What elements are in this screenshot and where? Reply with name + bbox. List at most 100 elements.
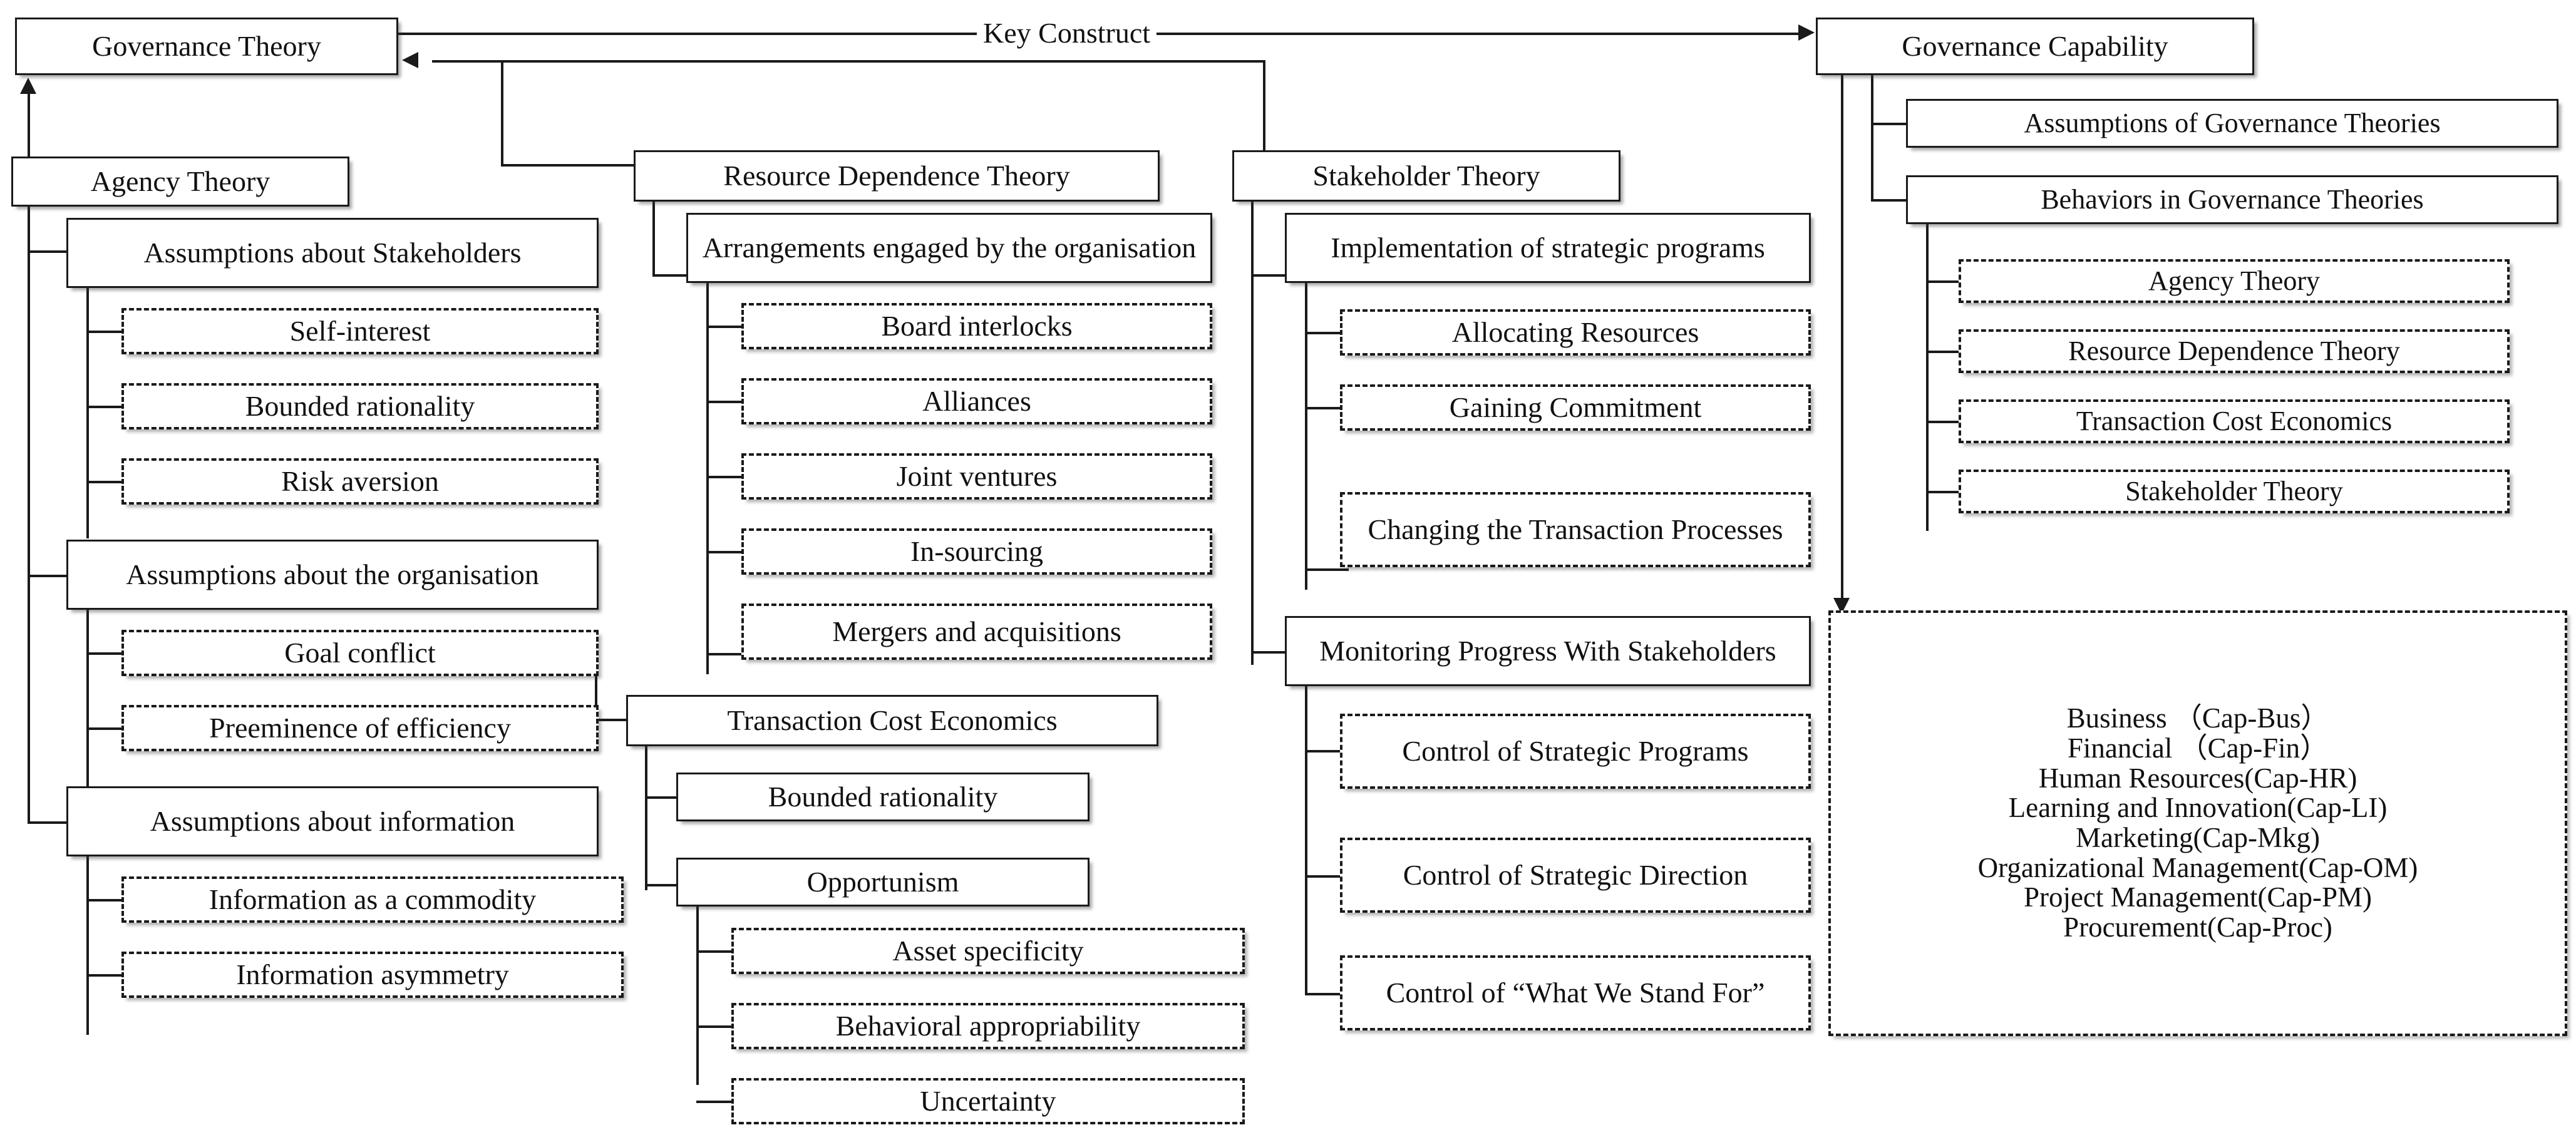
- node-label: Agency Theory: [90, 165, 270, 197]
- node-mergers-and-acquisitions[interactable]: Mergers and acquisitions: [741, 604, 1212, 660]
- spine-assumptions-stakeholders: [86, 288, 89, 538]
- spine-resource-dependence: [652, 202, 655, 277]
- node-opportunism[interactable]: Opportunism: [676, 858, 1090, 907]
- node-label: Preeminence of efficiency: [209, 711, 511, 744]
- node-governance-theory[interactable]: Governance Theory: [15, 18, 398, 75]
- node-label: Mergers and acquisitions: [832, 615, 1121, 647]
- node-label: Control of Strategic Programs: [1402, 734, 1749, 767]
- connector-drop-to-st: [1263, 60, 1265, 150]
- spine-governance-capability-branches: [1871, 75, 1873, 200]
- spine-opportunism: [696, 907, 699, 1085]
- node-label: Bounded rationality: [768, 780, 998, 813]
- branch-opportunism: [645, 884, 689, 886]
- node-changing-the-transaction-processes[interactable]: Changing the Transaction Processes: [1340, 492, 1811, 567]
- branch-goal-conflict: [86, 652, 130, 655]
- node-risk-aversion[interactable]: Risk aversion: [121, 458, 599, 505]
- node-label: Stakeholder Theory: [1312, 159, 1540, 192]
- branch-behaviors-in-governance-theories: [1871, 199, 1909, 202]
- connector-drop-to-rdt: [501, 60, 503, 165]
- branch-allocating-resources: [1305, 332, 1349, 334]
- capability-item: Project Management(Cap-PM): [2023, 881, 2372, 913]
- branch-board-interlocks: [706, 326, 750, 328]
- capability-item: Human Resources(Cap-HR): [2038, 762, 2357, 794]
- capability-list-panel[interactable]: Business （Cap-Bus） Financial （Cap-Fin） H…: [1828, 610, 2567, 1036]
- node-governance-capability[interactable]: Governance Capability: [1816, 18, 2254, 75]
- capability-item: Business （Cap-Bus）: [2066, 702, 2329, 734]
- node-behavioral-appropriability[interactable]: Behavioral appropriability: [731, 1003, 1245, 1049]
- node-preeminence-of-efficiency[interactable]: Preeminence of efficiency: [121, 705, 599, 751]
- node-stakeholder-theory-head[interactable]: Stakeholder Theory: [1232, 150, 1620, 202]
- node-alliances[interactable]: Alliances: [741, 378, 1212, 424]
- node-label: Information asymmetry: [236, 958, 509, 990]
- node-gaining-commitment[interactable]: Gaining Commitment: [1340, 384, 1811, 431]
- node-board-interlocks[interactable]: Board interlocks: [741, 303, 1212, 349]
- branch-agency-group-1: [28, 250, 66, 253]
- node-label: Transaction Cost Economics: [2076, 405, 2393, 436]
- branch-arrangements: [652, 274, 694, 277]
- node-information-as-a-commodity[interactable]: Information as a commodity: [121, 876, 624, 923]
- node-allocating-resources[interactable]: Allocating Resources: [1340, 309, 1811, 356]
- node-label: Control of “What We Stand For”: [1386, 976, 1765, 1009]
- node-cap-stakeholder-theory[interactable]: Stakeholder Theory: [1959, 470, 2510, 513]
- node-joint-ventures[interactable]: Joint ventures: [741, 453, 1212, 500]
- node-cap-resource-dependence-theory[interactable]: Resource Dependence Theory: [1959, 329, 2510, 373]
- branch-mergers-acquisitions: [706, 653, 750, 655]
- node-assumptions-about-information[interactable]: Assumptions about information: [66, 786, 599, 856]
- node-cap-agency-theory[interactable]: Agency Theory: [1959, 259, 2510, 303]
- node-assumptions-about-organisation[interactable]: Assumptions about the organisation: [66, 540, 599, 610]
- node-goal-conflict[interactable]: Goal conflict: [121, 630, 599, 676]
- branch-control-strategic-direction: [1305, 875, 1349, 878]
- node-label: Governance Capability: [1902, 29, 2168, 62]
- node-label: Assumptions about Stakeholders: [143, 236, 522, 269]
- node-label: Resource Dependence Theory: [723, 159, 1070, 192]
- node-label: Uncertainty: [920, 1084, 1056, 1117]
- node-control-of-what-we-stand-for[interactable]: Control of “What We Stand For”: [1340, 955, 1811, 1030]
- node-assumptions-about-stakeholders[interactable]: Assumptions about Stakeholders: [66, 218, 599, 288]
- branch-behavioral-appropriability: [696, 1025, 740, 1028]
- node-self-interest[interactable]: Self-interest: [121, 308, 599, 354]
- node-uncertainty[interactable]: Uncertainty: [731, 1078, 1245, 1124]
- node-label: Behaviors in Governance Theories: [2041, 183, 2424, 215]
- node-cap-transaction-cost-economics[interactable]: Transaction Cost Economics: [1959, 399, 2510, 443]
- node-label: Allocating Resources: [1451, 316, 1699, 348]
- node-assumptions-of-governance-theories[interactable]: Assumptions of Governance Theories: [1906, 99, 2558, 148]
- node-label: Implementation of strategic programs: [1331, 231, 1765, 264]
- branch-information-commodity: [86, 899, 130, 901]
- branch-agency-group-2: [28, 575, 66, 577]
- branch-asset-specificity: [696, 950, 740, 953]
- node-monitoring-progress-with-stakeholders[interactable]: Monitoring Progress With Stakeholders: [1285, 616, 1811, 686]
- connector-theories-to-gt: [432, 60, 1265, 63]
- node-behaviors-in-governance-theories[interactable]: Behaviors in Governance Theories: [1906, 175, 2558, 224]
- node-control-of-strategic-direction[interactable]: Control of Strategic Direction: [1340, 838, 1811, 913]
- arrowhead-to-governance-capability: [1798, 24, 1815, 41]
- spine-assumptions-organisation: [86, 610, 89, 788]
- branch-information-asymmetry: [86, 974, 130, 977]
- branch-uncertainty: [696, 1101, 740, 1103]
- node-control-of-strategic-programs[interactable]: Control of Strategic Programs: [1340, 714, 1811, 789]
- node-asset-specificity[interactable]: Asset specificity: [731, 928, 1245, 974]
- capability-item: Financial （Cap-Fin）: [2067, 732, 2329, 764]
- node-in-sourcing[interactable]: In-sourcing: [741, 528, 1212, 575]
- capability-item: Marketing(Cap-Mkg): [2076, 822, 2320, 853]
- node-label: Resource Dependence Theory: [2068, 335, 2400, 366]
- node-label: Alliances: [922, 384, 1031, 417]
- node-resource-dependence-theory-head[interactable]: Resource Dependence Theory: [634, 150, 1160, 202]
- node-information-asymmetry[interactable]: Information asymmetry: [121, 952, 624, 998]
- spine-behaviors-children: [1926, 224, 1929, 531]
- node-transaction-cost-economics-head[interactable]: Transaction Cost Economics: [626, 695, 1158, 746]
- node-agency-theory-head[interactable]: Agency Theory: [11, 157, 349, 207]
- node-label: Monitoring Progress With Stakeholders: [1319, 634, 1776, 667]
- node-label: Gaining Commitment: [1449, 391, 1702, 423]
- branch-bounded-rationality: [86, 406, 130, 408]
- node-bounded-rationality-tce[interactable]: Bounded rationality: [676, 773, 1090, 821]
- connector-stub-to-tce: [595, 719, 634, 721]
- node-arrangements-engaged[interactable]: Arrangements engaged by the organisation: [686, 213, 1212, 283]
- capability-item: Organizational Management(Cap-OM): [1977, 851, 2418, 883]
- branch-cap-stakeholder-theory: [1926, 491, 1970, 493]
- node-bounded-rationality-agency[interactable]: Bounded rationality: [121, 383, 599, 429]
- node-implementation-of-strategic-programs[interactable]: Implementation of strategic programs: [1285, 213, 1811, 283]
- capability-item: Learning and Innovation(Cap-LI): [2008, 792, 2388, 824]
- node-label: Information as a commodity: [209, 883, 537, 915]
- branch-risk-aversion: [86, 481, 130, 483]
